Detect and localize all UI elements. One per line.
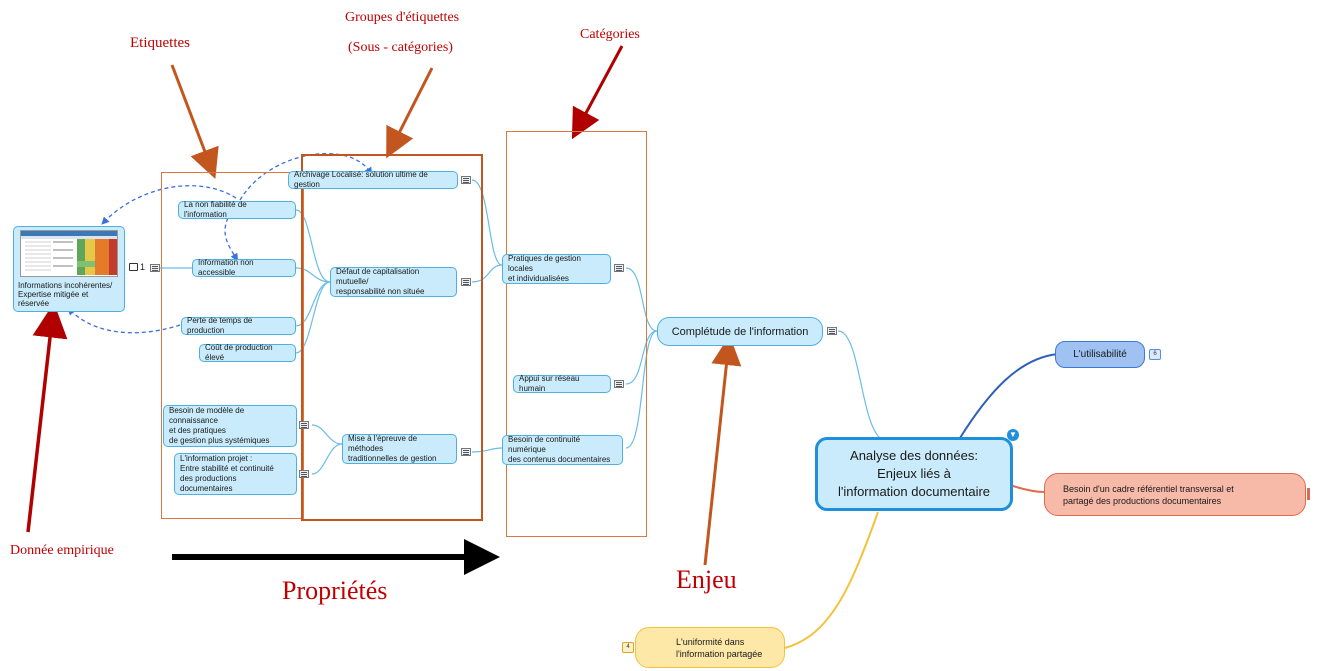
empirical-data-line1: Informations incohérentes/ — [18, 281, 113, 290]
groupe-node[interactable]: Défaut de capitalisation mutuelle/ respo… — [330, 267, 457, 297]
root-line1: Analyse des données: — [850, 448, 978, 463]
enjeu-arrow — [703, 335, 742, 566]
groupe-node[interactable]: Mise à l'épreuve de méthodes traditionne… — [342, 434, 457, 464]
notes-icon[interactable] — [299, 470, 309, 478]
etiquette-line: Entre stabilité et continuité — [180, 464, 274, 473]
root-line2: Enjeux liés à — [877, 466, 951, 481]
categories-frame — [506, 131, 647, 537]
filter-icon[interactable]: ▼ — [1007, 429, 1019, 441]
categories-arrow — [571, 45, 624, 140]
etiquette-line: L'information projet : — [180, 454, 253, 463]
etiquette-node[interactable]: Perte de temps de production — [181, 316, 296, 335]
root-line3: l'information documentaire — [837, 484, 991, 499]
etiquette-label: Information non accessible — [198, 258, 254, 277]
notes-icon[interactable] — [461, 176, 471, 184]
cadre-referentiel-node[interactable]: Besoin d'un cadre référentiel transversa… — [1044, 473, 1306, 516]
annotation-donnee-empirique: Donnée empirique — [10, 543, 114, 558]
uniformite-line1: L'uniformité dans — [676, 636, 745, 647]
empirical-data-line2: Expertise mitigée et réservée — [18, 290, 89, 308]
annotation-enjeu: Enjeu — [676, 565, 737, 594]
groupe-line: Défaut de capitalisation mutuelle/ — [336, 267, 420, 286]
notes-icon[interactable] — [150, 264, 160, 272]
notes-icon[interactable] — [461, 278, 471, 286]
etiquette-line: des productions documentaires — [180, 474, 237, 493]
etiquette-node[interactable]: La non fiabilité de l'information — [178, 200, 296, 219]
comment-icon[interactable] — [129, 263, 138, 271]
notes-icon[interactable] — [827, 327, 837, 335]
categorie-label: Appui sur réseau humain — [519, 374, 580, 393]
annotation-categories: Catégories — [580, 27, 640, 42]
collapsed-count-badge[interactable]: 4 — [622, 642, 634, 653]
enjeu-label: Complétude de l'information — [671, 325, 809, 338]
cadre-line1: Besoin d'un cadre référentiel transversa… — [1063, 483, 1234, 494]
relation-link — [224, 217, 239, 262]
etiquette-label: La non fiabilité de l'information — [184, 200, 247, 219]
groupe-node[interactable]: Archivage Localisé: solution ultime de g… — [288, 170, 458, 189]
etiquette-node[interactable]: Coût de production élevé — [199, 343, 296, 362]
donnee-arrow — [26, 302, 68, 533]
relation-link — [101, 185, 237, 225]
groupes-arrow — [386, 67, 434, 159]
annotation-proprietes: Propriétés — [282, 576, 388, 605]
uniformite-line2: l'information partagée — [676, 648, 763, 659]
empirical-data-node[interactable]: Informations incohérentes/ Expertise mit… — [13, 226, 125, 312]
collapse-handle[interactable] — [1307, 488, 1310, 500]
cadre-line2: partagé des productions documentaires — [1063, 495, 1222, 506]
etiquettes-frame — [161, 172, 304, 519]
categorie-line: des contenus documentaires — [508, 455, 611, 464]
notes-icon[interactable] — [461, 448, 471, 456]
etiquette-line: et des pratiques — [169, 426, 226, 435]
etiquette-node[interactable]: L'information projet : Entre stabilité e… — [174, 453, 297, 495]
categorie-line: et individualisées — [508, 274, 569, 283]
categorie-line: Besoin de continuité numérique — [508, 435, 581, 454]
etiquettes-arrow — [170, 64, 219, 180]
utilisabilite-node[interactable]: L'utilisabilité — [1055, 341, 1145, 368]
categorie-node[interactable]: Besoin de continuité numérique des conte… — [502, 435, 623, 465]
etiquette-line: Besoin de modèle de connaissance — [169, 406, 245, 425]
spreadsheet-thumbnail — [20, 230, 118, 277]
notes-icon[interactable] — [614, 380, 624, 388]
annotation-etiquettes: Etiquettes — [130, 35, 190, 51]
groupe-label: Archivage Localisé: solution ultime de g… — [294, 170, 428, 189]
comment-count: 1 — [140, 262, 146, 272]
etiquette-line: de gestion plus systémiques — [169, 436, 270, 445]
utilisabilite-label: L'utilisabilité — [1073, 348, 1127, 360]
etiquette-label: Perte de temps de production — [187, 316, 253, 335]
etiquette-label: Coût de production élevé — [205, 343, 273, 362]
categorie-line: Pratiques de gestion locales — [508, 254, 581, 273]
notes-icon[interactable] — [299, 421, 309, 429]
collapsed-count-badge[interactable]: 6 — [1149, 349, 1161, 360]
etiquette-node[interactable]: Besoin de modèle de connaissance et des … — [163, 405, 297, 447]
annotation-groupes-subtitle: (Sous - catégories) — [348, 40, 453, 55]
groupe-line: traditionnelles de gestion — [348, 454, 437, 463]
groupes-frame — [301, 154, 483, 521]
notes-icon[interactable] — [614, 264, 624, 272]
categorie-node[interactable]: Pratiques de gestion locales et individu… — [502, 254, 611, 284]
groupe-line: responsabilité non située — [336, 287, 425, 296]
categorie-node[interactable]: Appui sur réseau humain — [513, 374, 611, 393]
uniformite-node[interactable]: L'uniformité dans l'information partagée — [635, 627, 785, 668]
enjeu-node[interactable]: Complétude de l'information — [657, 317, 823, 346]
annotation-groupes-title: Groupes d'étiquettes — [345, 10, 460, 25]
etiquette-node[interactable]: Information non accessible — [192, 258, 296, 277]
groupe-line: Mise à l'épreuve de méthodes — [348, 434, 418, 453]
root-node[interactable]: Analyse des données: Enjeux liés à l'inf… — [815, 437, 1013, 511]
